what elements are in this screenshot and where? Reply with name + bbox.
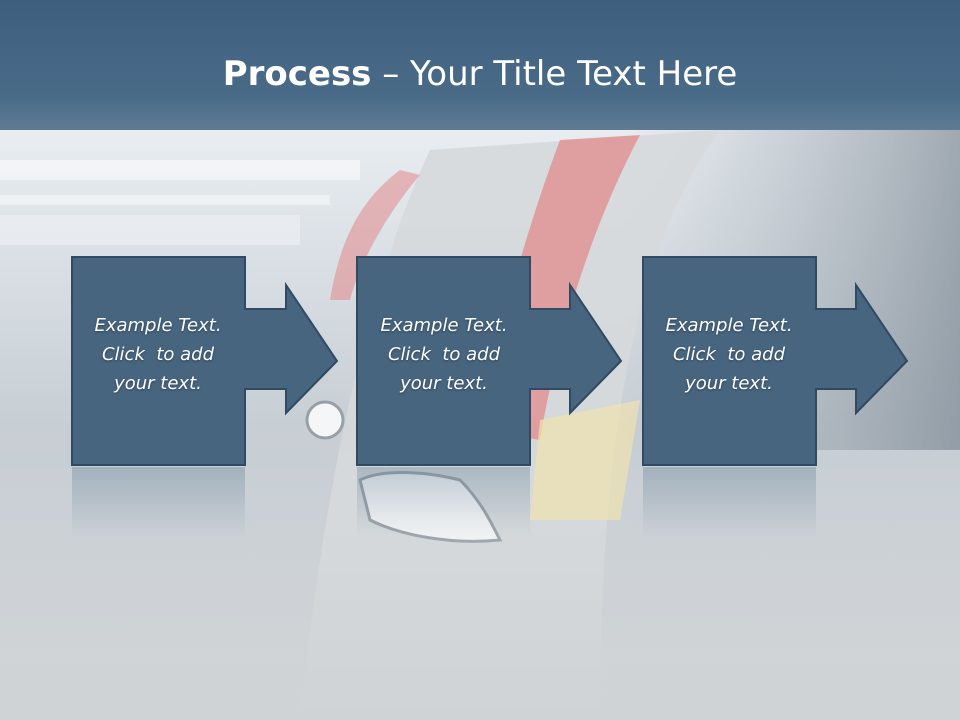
step-3-line-2: Click to add	[672, 344, 785, 365]
step-3-line-3: your text.	[685, 373, 773, 394]
step-2-shape[interactable]	[356, 256, 623, 537]
title-rest: – Your Title Text Here	[371, 54, 738, 94]
step-2-line-2: Click to add	[387, 344, 500, 365]
step-1-text[interactable]: Example Text. Click to add your text.	[72, 311, 244, 398]
slide-title[interactable]: Process – Your Title Text Here	[0, 52, 960, 96]
step-3-shape[interactable]	[642, 256, 909, 537]
step-1-shape[interactable]	[71, 256, 339, 537]
step-2-line-1: Example Text.	[380, 315, 508, 336]
title-bar	[0, 0, 960, 130]
step-3-text[interactable]: Example Text. Click to add your text.	[643, 311, 815, 398]
step-1-line-3: your text.	[114, 373, 202, 394]
step-3-line-1: Example Text.	[665, 315, 793, 336]
step-2-line-3: your text.	[400, 373, 488, 394]
title-bold: Process	[222, 54, 372, 94]
step-1-line-2: Click to add	[101, 344, 214, 365]
step-2-text[interactable]: Example Text. Click to add your text.	[358, 311, 530, 398]
step-1-line-1: Example Text.	[94, 315, 222, 336]
